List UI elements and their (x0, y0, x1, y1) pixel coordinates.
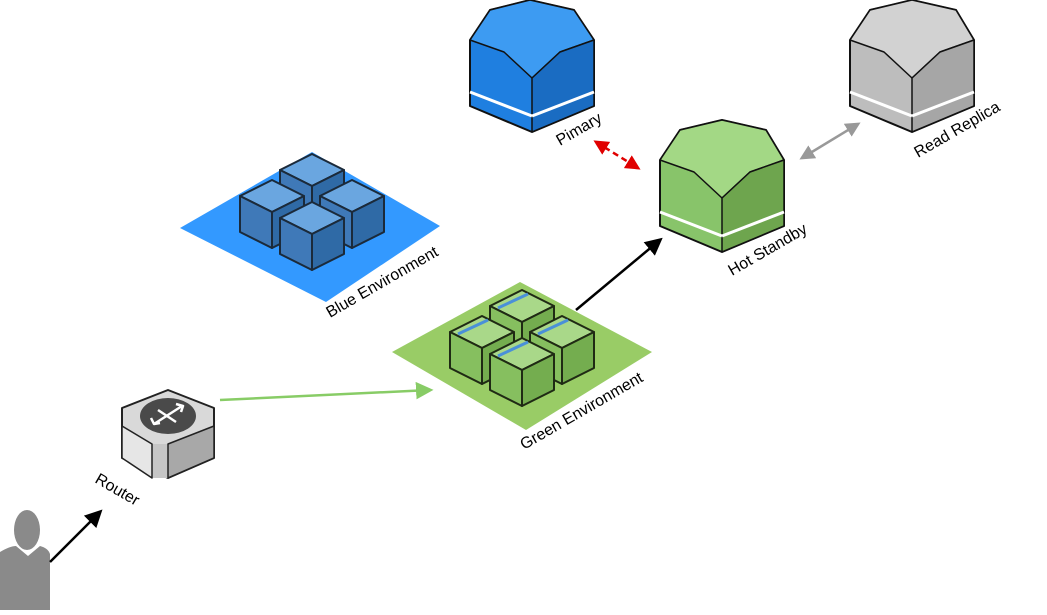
database-hexagon-icon (469, 0, 595, 133)
primary-database: Pimary (469, 0, 605, 149)
blue-environment: Blue Environment (180, 152, 442, 321)
router-hexagon-icon (121, 389, 215, 479)
read-replica-database: Read Replica (849, 0, 1003, 161)
primary-standby-replication-arrow (593, 140, 641, 170)
blue-container-cluster-icon (239, 153, 385, 271)
router-to-green-arrow (219, 381, 434, 402)
user-to-router-arrow (49, 509, 103, 563)
router-label: Router (92, 471, 143, 510)
database-hexagon-icon (659, 119, 785, 253)
database-hexagon-icon (849, 0, 975, 133)
router: Router (92, 389, 215, 510)
green-environment: Green Environment (392, 282, 652, 453)
hot-standby-database: Hot Standby (659, 119, 810, 279)
user-icon (0, 510, 50, 610)
green-to-standby-arrow (575, 237, 663, 311)
standby-replica-arrow (799, 122, 861, 160)
green-container-cluster-icon (449, 289, 595, 407)
